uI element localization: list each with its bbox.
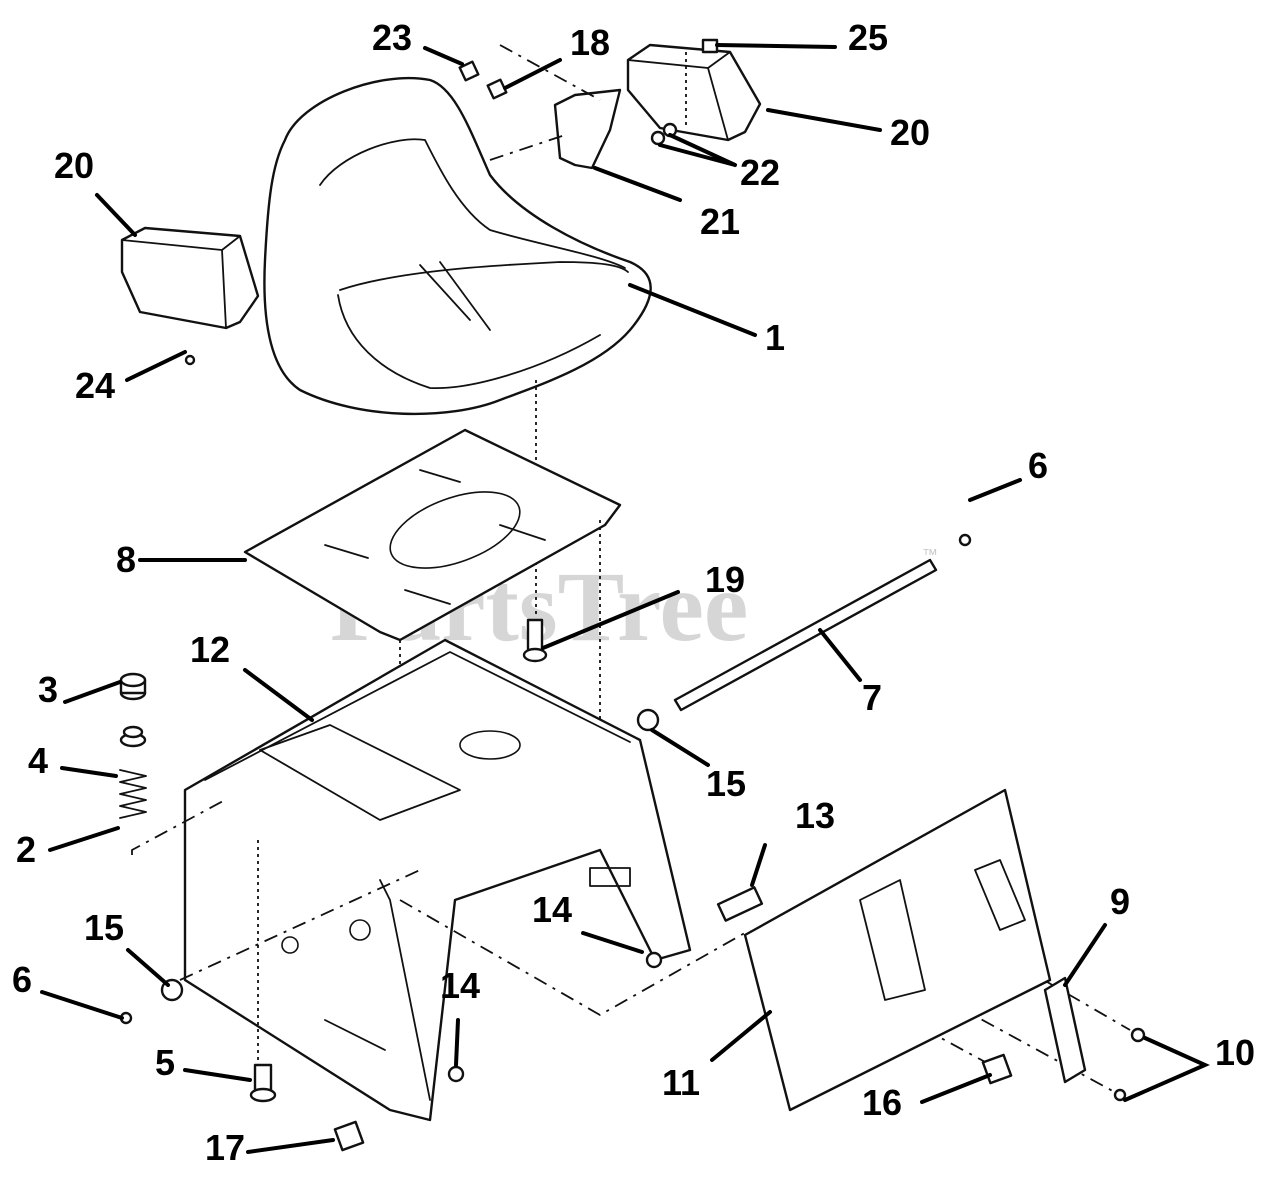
seat-part <box>263 76 652 615</box>
callout-2: 2 <box>16 829 36 870</box>
callout-6-right: 6 <box>1028 445 1048 486</box>
rear-plate-part <box>743 788 1052 1112</box>
callout-18: 18 <box>570 22 610 63</box>
callout-3: 3 <box>38 669 58 710</box>
leader-lines <box>40 43 1210 1154</box>
seat-pan-part <box>243 428 622 880</box>
callout-20-left: 20 <box>54 145 94 186</box>
callout-12: 12 <box>190 629 230 670</box>
spring-assembly <box>119 672 147 819</box>
callout-11: 11 <box>662 1062 700 1103</box>
callout-20-right: 20 <box>890 112 930 153</box>
right-armrest-part <box>626 43 762 142</box>
callout-14-low: 14 <box>440 965 480 1006</box>
left-armrest-part <box>120 226 260 330</box>
callout-16: 16 <box>862 1082 902 1123</box>
pivot-rod-part <box>673 558 938 712</box>
armrest-bracket-part <box>489 44 622 170</box>
callout-15-left: 15 <box>84 907 124 948</box>
callout-24: 24 <box>75 365 115 406</box>
callout-8: 8 <box>116 539 136 580</box>
callout-4: 4 <box>28 740 48 781</box>
callout-9: 9 <box>1110 881 1130 922</box>
callout-22: 22 <box>740 152 780 193</box>
callout-23: 23 <box>372 17 412 58</box>
callout-6-left: 6 <box>12 959 32 1000</box>
callout-13: 13 <box>795 795 835 836</box>
side-plate-part <box>1043 976 1087 1084</box>
callout-1: 1 <box>765 317 785 358</box>
callout-14-mid: 14 <box>532 889 572 930</box>
callout-labels: 1 2 3 4 5 6 6 7 8 9 10 11 12 13 14 14 15… <box>12 17 1255 1168</box>
callout-5: 5 <box>155 1042 175 1083</box>
fasteners <box>119 38 1146 1152</box>
callout-25: 25 <box>848 17 888 58</box>
watermark-trademark: ™ <box>922 547 938 564</box>
callout-10: 10 <box>1215 1032 1255 1073</box>
seat-frame-part <box>183 638 692 1122</box>
callout-15-right: 15 <box>706 763 746 804</box>
callout-7: 7 <box>862 677 882 718</box>
callout-21: 21 <box>700 201 740 242</box>
callout-19: 19 <box>705 559 745 600</box>
callout-17: 17 <box>205 1127 245 1168</box>
